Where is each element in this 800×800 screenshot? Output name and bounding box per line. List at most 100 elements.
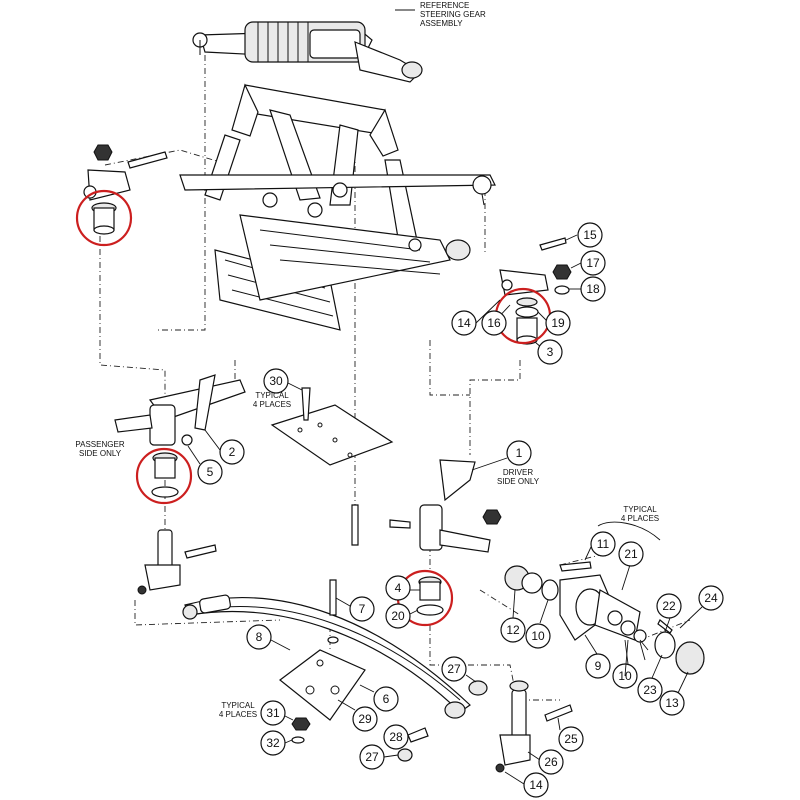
callout-1: 1 bbox=[471, 440, 532, 471]
callout-24: 24 bbox=[679, 585, 724, 629]
callout-32: 32 bbox=[260, 730, 293, 756]
passenger-spindle bbox=[114, 374, 246, 595]
callout-26: 26 bbox=[527, 749, 564, 775]
note-steering-line2: STEERING GEAR bbox=[420, 10, 486, 19]
svg-text:4: 4 bbox=[395, 581, 402, 595]
svg-text:7: 7 bbox=[359, 602, 366, 616]
svg-text:27: 27 bbox=[447, 662, 461, 676]
svg-text:25: 25 bbox=[564, 732, 578, 746]
centerlines bbox=[99, 42, 691, 701]
callout-6: 6 bbox=[359, 684, 399, 712]
note-driver-line1: DRIVER bbox=[503, 468, 533, 477]
callout-11: 11 bbox=[584, 531, 616, 561]
driver-spindle bbox=[389, 459, 502, 616]
callout-3: 3 bbox=[534, 339, 563, 365]
steering-gear-assembly bbox=[192, 21, 423, 83]
note-steering-line1: REFERENCE bbox=[420, 1, 469, 10]
svg-text:21: 21 bbox=[624, 547, 638, 561]
svg-text:11: 11 bbox=[597, 537, 610, 551]
callout-19: 19 bbox=[537, 310, 571, 336]
svg-text:28: 28 bbox=[389, 730, 403, 744]
callout-8: 8 bbox=[246, 624, 291, 651]
callout-2: 2 bbox=[204, 429, 245, 465]
svg-text:16: 16 bbox=[487, 316, 501, 330]
svg-text:19: 19 bbox=[551, 316, 565, 330]
callout-12: 12 bbox=[500, 589, 526, 643]
svg-text:17: 17 bbox=[586, 256, 600, 270]
callout-14-bottom: 14 bbox=[504, 771, 549, 798]
callout-27-b: 27 bbox=[359, 744, 399, 770]
callout-10-b: 10 bbox=[612, 639, 638, 689]
callout-27-a: 27 bbox=[441, 656, 477, 683]
callout-14-top: 14 bbox=[451, 299, 501, 336]
hub-assembly bbox=[504, 561, 705, 675]
svg-text:20: 20 bbox=[391, 609, 405, 623]
svg-text:22: 22 bbox=[662, 599, 676, 613]
svg-text:26: 26 bbox=[544, 755, 558, 769]
svg-text:5: 5 bbox=[207, 465, 214, 479]
mounting-plate bbox=[270, 387, 394, 546]
front-frame bbox=[179, 83, 496, 331]
note-typical-c-line2: 4 PLACES bbox=[219, 710, 257, 719]
svg-text:12: 12 bbox=[506, 623, 520, 637]
callout-5: 5 bbox=[187, 445, 223, 485]
svg-text:3: 3 bbox=[547, 345, 554, 359]
svg-text:32: 32 bbox=[266, 736, 280, 750]
callout-group: 15 17 18 19 3 14 16 30 2 5 1 11 21 24 22… bbox=[187, 222, 724, 798]
svg-text:8: 8 bbox=[256, 630, 263, 644]
highlight-circle-upper-left bbox=[75, 189, 133, 247]
note-typical-b-line2: 4 PLACES bbox=[621, 514, 659, 523]
svg-text:1: 1 bbox=[516, 446, 523, 460]
svg-text:14: 14 bbox=[529, 778, 543, 792]
callout-4: 4 bbox=[385, 575, 420, 601]
callout-7: 7 bbox=[335, 596, 375, 622]
callout-20: 20 bbox=[385, 603, 419, 629]
note-steering-line3: ASSEMBLY bbox=[420, 19, 463, 28]
note-typical-a-line1: TYPICAL bbox=[255, 391, 289, 400]
callout-10-a: 10 bbox=[525, 599, 551, 649]
callout-23: 23 bbox=[637, 654, 663, 703]
callout-16: 16 bbox=[481, 304, 511, 336]
svg-text:29: 29 bbox=[358, 712, 372, 726]
right-spindle bbox=[495, 680, 573, 773]
callout-10-third bbox=[624, 639, 629, 677]
svg-text:13: 13 bbox=[665, 696, 679, 710]
callout-10-c bbox=[639, 641, 646, 661]
svg-text:10: 10 bbox=[531, 629, 545, 643]
callout-28: 28 bbox=[383, 724, 409, 750]
callout-15: 15 bbox=[565, 222, 603, 248]
highlight-circle-passenger bbox=[135, 447, 193, 505]
note-driver-line2: SIDE ONLY bbox=[497, 477, 540, 486]
svg-text:30: 30 bbox=[269, 374, 283, 388]
svg-text:18: 18 bbox=[586, 282, 600, 296]
callout-18: 18 bbox=[569, 276, 606, 302]
note-typical-c-line1: TYPICAL bbox=[221, 701, 255, 710]
note-typical-b-line1: TYPICAL bbox=[623, 505, 657, 514]
svg-text:15: 15 bbox=[583, 228, 597, 242]
callout-29: 29 bbox=[337, 699, 378, 732]
svg-text:24: 24 bbox=[704, 591, 718, 605]
svg-text:2: 2 bbox=[229, 445, 236, 459]
callout-17: 17 bbox=[570, 250, 606, 276]
note-passenger-line2: SIDE ONLY bbox=[79, 449, 122, 458]
svg-text:27: 27 bbox=[365, 750, 379, 764]
svg-text:9: 9 bbox=[595, 659, 602, 673]
callout-13: 13 bbox=[659, 671, 689, 716]
leaf-spring bbox=[182, 579, 488, 762]
callout-30: 30 bbox=[263, 368, 303, 394]
callout-31: 31 bbox=[260, 700, 294, 726]
callout-10-c-bubble bbox=[639, 639, 649, 651]
upper-left-hardware bbox=[83, 144, 168, 235]
callout-22: 22 bbox=[656, 593, 682, 633]
note-typical-a-line2: 4 PLACES bbox=[253, 400, 291, 409]
note-passenger-line1: PASSENGER bbox=[75, 440, 124, 449]
